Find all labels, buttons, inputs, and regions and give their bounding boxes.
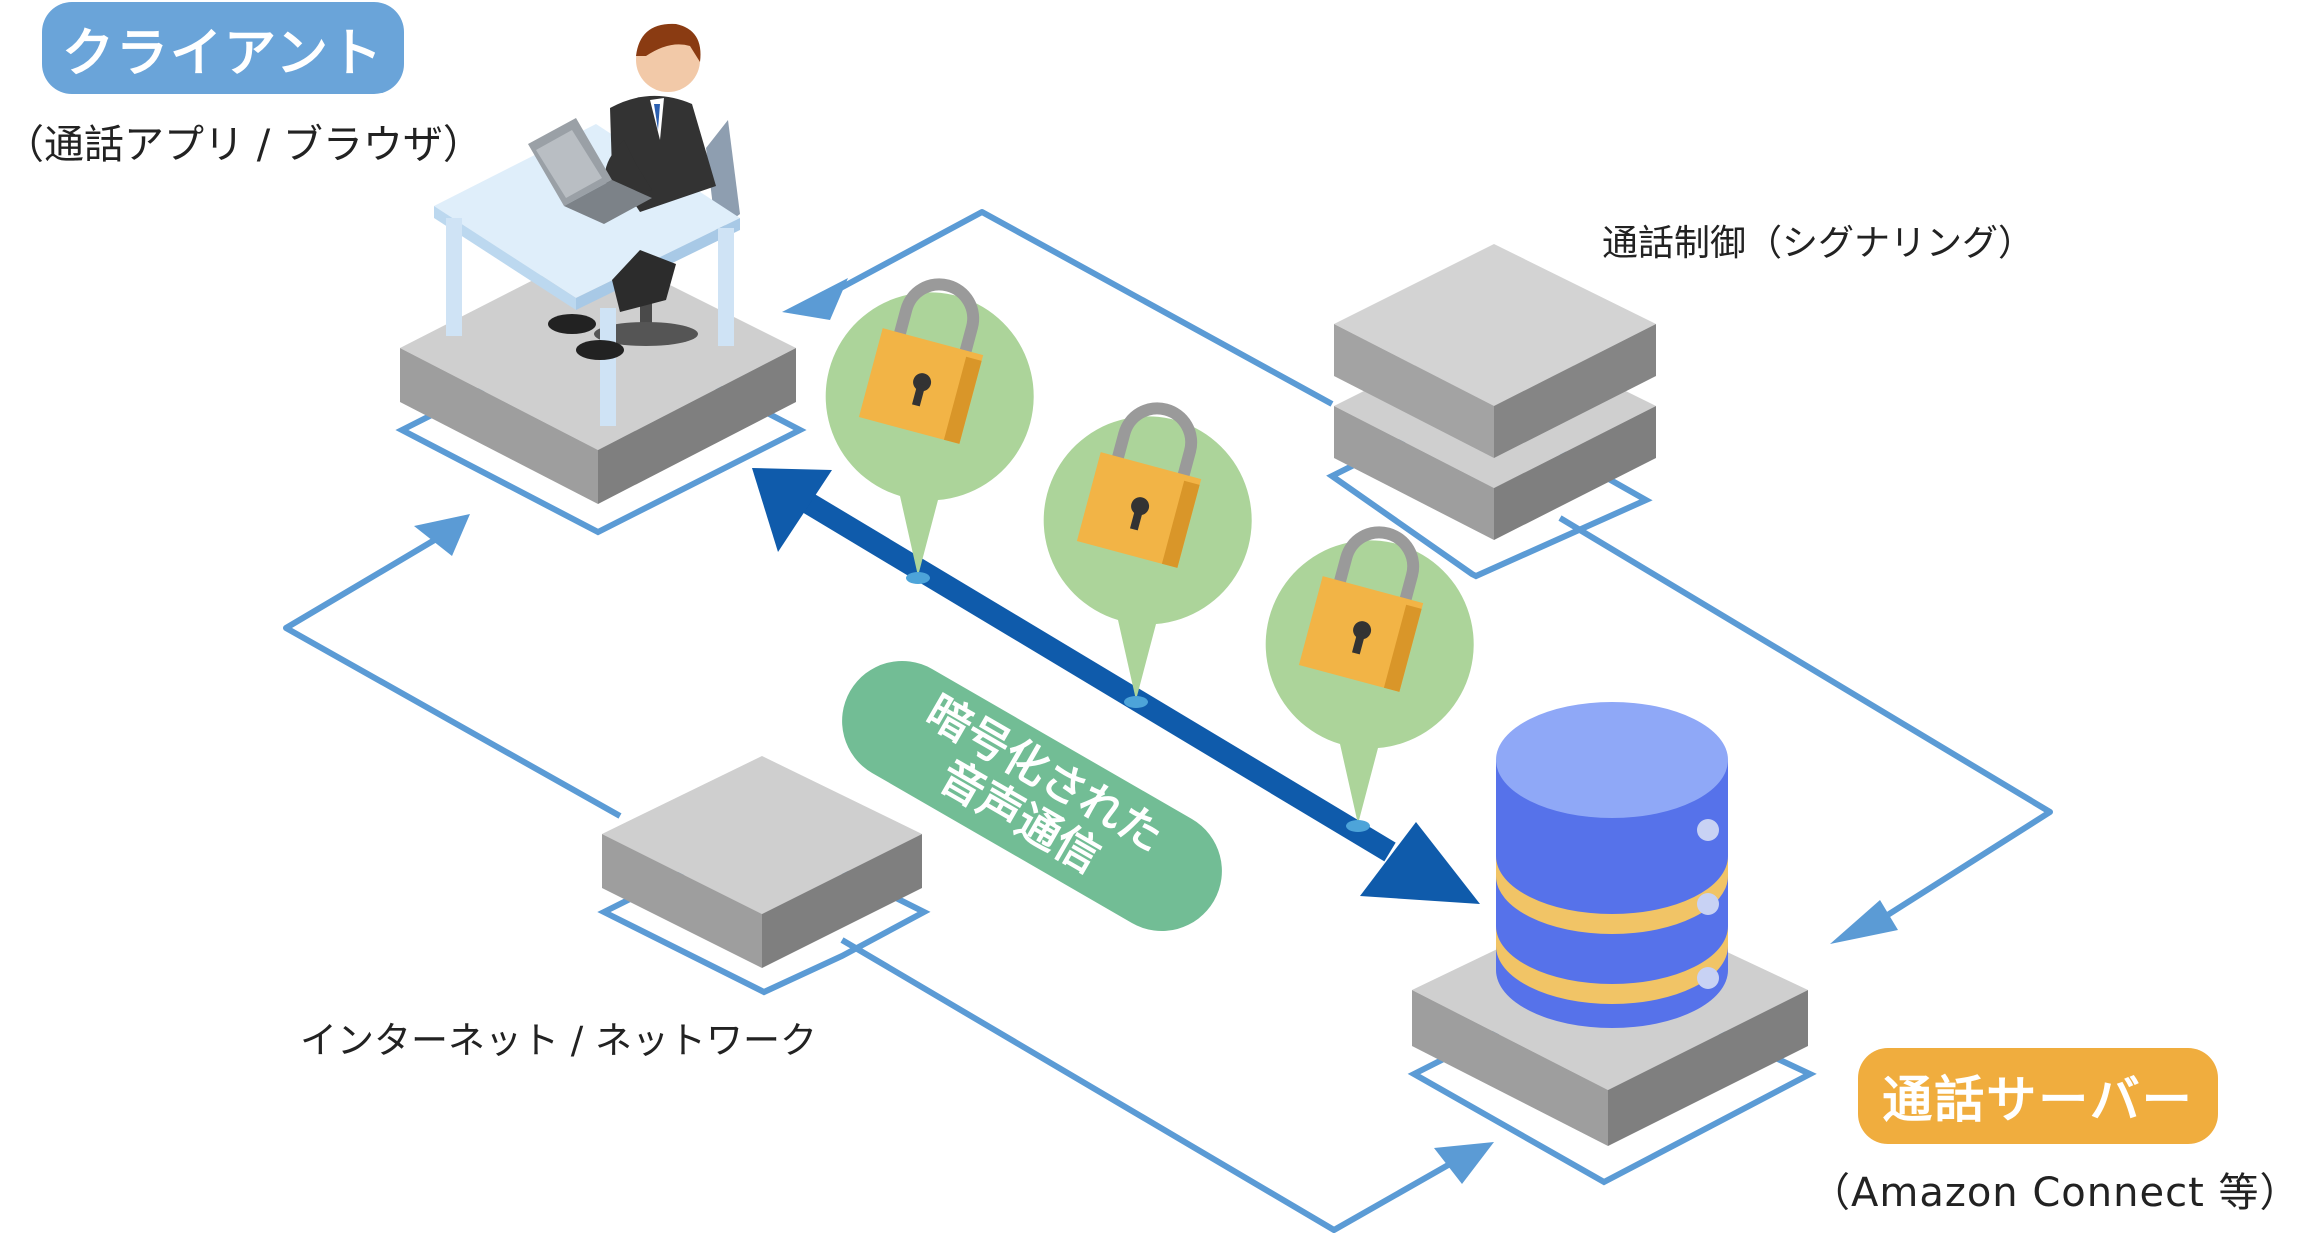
person-at-desk-icon [434,23,740,426]
lock-icon [1265,526,1474,832]
network-flow-line [283,529,1466,1233]
signaling-label: 通話制御（シグナリング） [1602,223,2035,264]
signaling-server-block [1326,244,1656,580]
lock-icon [1043,402,1252,708]
database-server-icon [1496,702,1728,1028]
client-title-badge: クライアント [42,2,404,94]
arrowhead-to-client [782,278,848,320]
client-subtitle: （通話アプリ / ブラウザ） [4,122,483,168]
arrowhead-up-to-client [414,514,470,556]
arrowhead-to-server [1830,900,1898,944]
server-subtitle: （Amazon Connect 等） [1810,1170,2301,1216]
network-label: インターネット / ネットワーク [300,1019,817,1062]
signaling-flow-line [820,209,2053,933]
network-block [597,756,931,996]
client-title: クライアント [62,23,384,84]
encrypted-media-arrow [752,468,1480,904]
arrowhead-up-to-server [1434,1142,1494,1184]
server-title: 通話サーバー [1882,1071,2194,1129]
server-title-badge: 通話サーバー [1858,1048,2218,1144]
lock-icon [825,278,1034,584]
